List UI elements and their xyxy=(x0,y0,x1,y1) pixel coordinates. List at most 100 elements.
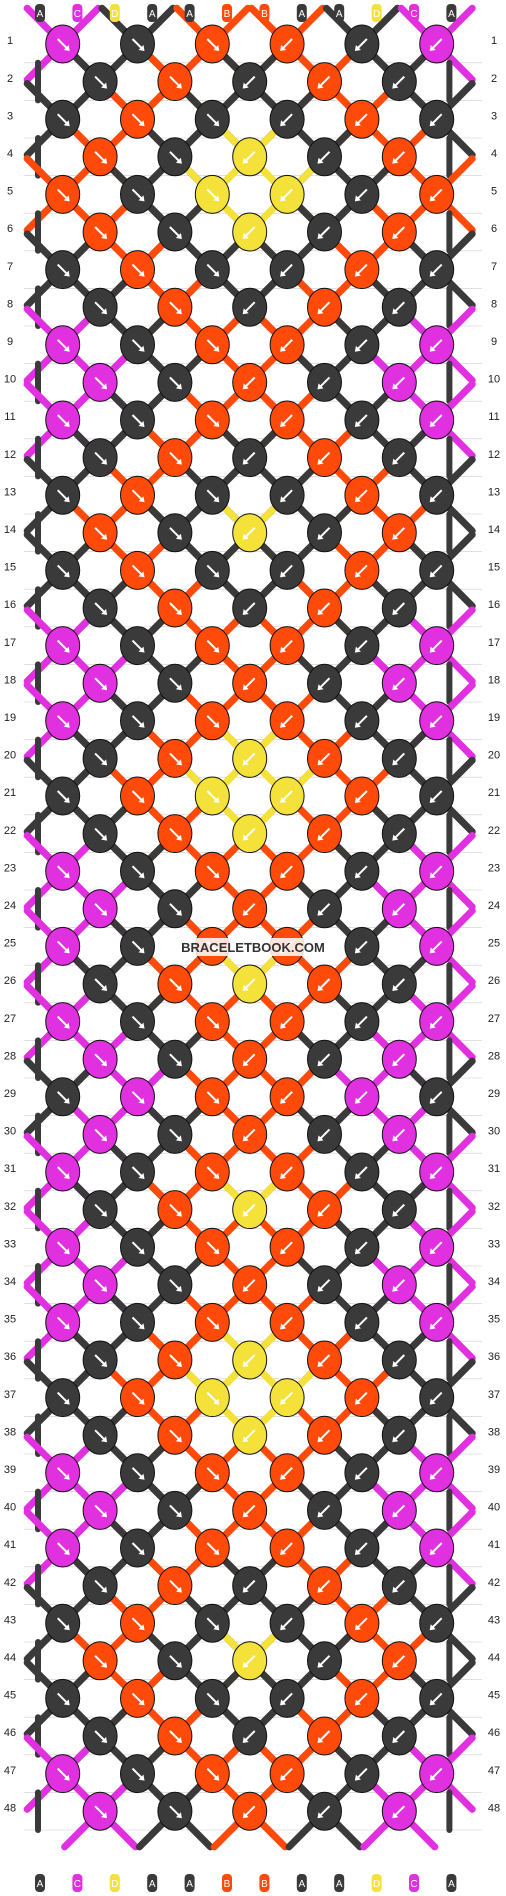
knot-arrow-icon xyxy=(318,1730,331,1742)
knot-arrowhead-icon xyxy=(101,1436,108,1443)
knot xyxy=(381,1566,417,1606)
knot-arrowhead-icon xyxy=(429,1774,436,1781)
knot-arrowhead-icon xyxy=(175,308,182,315)
knot-arrow-icon xyxy=(356,865,368,877)
knot xyxy=(419,776,455,816)
knot-arrow-icon xyxy=(243,1203,256,1216)
bottom-strand-swatch xyxy=(184,1874,195,1892)
knot-arrowhead-icon xyxy=(392,1511,399,1518)
knot-arrow-icon xyxy=(56,188,69,201)
knot-arrowhead-icon xyxy=(392,1737,399,1743)
row-number-right: 43 xyxy=(488,1614,500,1626)
knot-arrow-icon xyxy=(56,790,69,802)
knot-arrow-icon xyxy=(131,489,144,501)
knot-arrow-icon xyxy=(206,865,219,877)
knot-arrowhead-icon xyxy=(213,797,220,803)
knot-arrow-icon xyxy=(318,1805,331,1817)
knot-arrow-icon xyxy=(56,1542,69,1554)
knot-arrow-icon xyxy=(281,564,293,577)
row-number-left: 4 xyxy=(7,148,13,160)
knot-arrow-icon xyxy=(281,1467,293,1479)
knot xyxy=(269,1453,305,1493)
knot-arrowhead-icon xyxy=(429,1097,436,1104)
knot-arrow-icon xyxy=(430,113,443,125)
knot xyxy=(45,475,81,515)
knot xyxy=(82,1114,118,1154)
row-number-left: 28 xyxy=(4,1050,16,1062)
knot xyxy=(419,1378,455,1418)
knot-arrow-icon xyxy=(356,414,368,426)
knot xyxy=(232,1190,268,1230)
knot-arrowhead-icon xyxy=(429,872,436,879)
knot-arrowhead-icon xyxy=(242,233,249,239)
row-number-right: 18 xyxy=(488,674,500,686)
knot-arrowhead-icon xyxy=(242,458,249,465)
knot-arrowhead-icon xyxy=(138,947,145,954)
knot xyxy=(232,1039,268,1079)
knot-arrow-icon xyxy=(243,1128,256,1141)
row-number-right: 7 xyxy=(491,261,497,273)
knot-arrow-icon xyxy=(430,188,443,201)
knot-arrow-icon xyxy=(94,752,106,765)
knot-arrow-icon xyxy=(206,263,219,276)
knot-arrow-icon xyxy=(430,564,443,577)
knot xyxy=(419,1302,455,1342)
knot-arrow-icon xyxy=(169,752,181,765)
knot-arrow-icon xyxy=(281,1767,293,1780)
row-number-right: 5 xyxy=(491,186,497,198)
knot-arrow-icon xyxy=(56,564,69,577)
knot xyxy=(157,1490,193,1530)
knot xyxy=(269,1002,305,1042)
knot-arrowhead-icon xyxy=(101,1135,108,1142)
knot-arrow-icon xyxy=(393,301,406,313)
knot xyxy=(157,889,193,929)
knot-arrow-icon xyxy=(131,865,144,877)
row-number-right: 27 xyxy=(488,1013,500,1025)
row-number-right: 29 xyxy=(488,1088,500,1100)
knot xyxy=(232,1716,268,1756)
knot-arrow-icon xyxy=(94,903,106,915)
knot xyxy=(82,964,118,1004)
knot xyxy=(307,1641,342,1681)
knot xyxy=(381,1490,417,1530)
row-number-left: 45 xyxy=(4,1690,16,1702)
knot xyxy=(120,926,155,966)
knot-arrowhead-icon xyxy=(242,1210,249,1217)
knot-arrowhead-icon xyxy=(63,1473,70,1480)
knot-arrowhead-icon xyxy=(63,797,70,803)
knot-arrowhead-icon xyxy=(213,1549,220,1555)
knot-arrow-icon xyxy=(393,752,406,765)
knot xyxy=(82,1641,118,1681)
knot-arrowhead-icon xyxy=(354,421,361,427)
knot xyxy=(344,1378,380,1418)
knot xyxy=(269,1678,305,1718)
knot-arrow-icon xyxy=(281,1391,293,1404)
knot xyxy=(344,24,380,64)
knot-arrow-icon xyxy=(169,1203,181,1216)
knot-arrow-icon xyxy=(94,1354,106,1366)
knot xyxy=(157,1340,193,1380)
knot xyxy=(307,588,342,628)
knot-arrowhead-icon xyxy=(138,496,145,503)
knot-arrow-icon xyxy=(56,489,69,501)
row-number-left: 3 xyxy=(7,110,13,122)
knot xyxy=(344,1002,380,1042)
knot xyxy=(419,475,455,515)
knot-arrowhead-icon xyxy=(317,1436,324,1443)
knot-arrow-icon xyxy=(243,1655,256,1667)
left-row-numbers: 1234567891011121314151617181920212223242… xyxy=(4,35,16,1814)
knot-arrowhead-icon xyxy=(138,1173,145,1179)
knot-arrow-icon xyxy=(243,602,256,614)
knot-arrow-icon xyxy=(131,339,144,351)
knot xyxy=(45,626,81,666)
knot-arrowhead-icon xyxy=(101,82,108,89)
top-strand-label: C xyxy=(410,9,417,20)
knot-arrowhead-icon xyxy=(280,1624,287,1631)
knot xyxy=(82,438,118,478)
knot xyxy=(232,964,268,1004)
knot-arrowhead-icon xyxy=(63,195,70,202)
knot-arrow-icon xyxy=(206,113,219,125)
knot xyxy=(82,287,118,327)
knot-arrowhead-icon xyxy=(138,195,145,202)
knot-arrowhead-icon xyxy=(213,1774,220,1781)
